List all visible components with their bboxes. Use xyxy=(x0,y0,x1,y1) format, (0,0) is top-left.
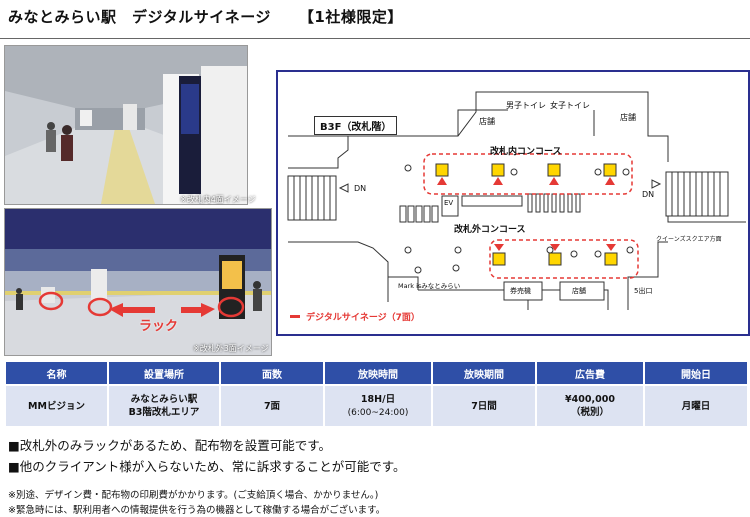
outside-concourse-label: 改札外コンコース xyxy=(454,225,526,235)
shop-right-label: 店舗 xyxy=(620,113,636,122)
photo-bottom-caption: ※改札外3面イメージ xyxy=(193,344,269,353)
mark-is-label: Mark isみなとみらい xyxy=(398,282,461,290)
header-hours: 放映時間 xyxy=(324,362,433,385)
bullet-rack: ■改札外のみラックがあるため、配布物を設置可能です。 xyxy=(8,438,332,453)
legend-label: デジタルサイネージ（7面） xyxy=(306,313,420,323)
note-design-fee: ※別途、デザイン費・配布物の印刷費がかかります。(ご支給頂く場合、かかりません。… xyxy=(8,490,379,501)
spec-table: 名称 設置場所 面数 放映時間 放映期間 広告費 開始日 MMビジョン みなとみ… xyxy=(6,362,749,426)
title-text: みなとみらい駅 デジタルサイネージ xyxy=(8,8,271,26)
mens-toilet-label: 男子トイレ xyxy=(506,101,546,110)
cell-hours-line2: (6:00~24:00) xyxy=(347,407,409,418)
table-row: MMビジョン みなとみらい駅 B3階改札エリア 7面 18H/日 (6:00~24:… xyxy=(6,384,749,426)
header-name: 名称 xyxy=(6,362,109,385)
photo-top-caption: ※改札内4面イメージ xyxy=(180,195,256,204)
cell-place: みなとみらい駅 B3階改札エリア xyxy=(108,384,221,426)
page-title: みなとみらい駅 デジタルサイネージ 【1社様限定】 xyxy=(8,6,403,27)
floor-map: B3F（改札階） 男子トイレ 女子トイレ 店舗 店舗 改札内コンコース 改札外コ… xyxy=(276,70,750,336)
photo-outside-gate-image xyxy=(5,209,271,355)
header-start: 開始日 xyxy=(644,362,749,385)
inside-concourse-label: 改札内コンコース xyxy=(490,147,562,157)
header-place: 設置場所 xyxy=(108,362,221,385)
table-header-row: 名称 設置場所 面数 放映時間 放映期間 広告費 開始日 xyxy=(6,362,749,385)
shop-bottom-label: 店舗 xyxy=(572,287,586,295)
photo-outside-gate: ラック ※改札外3面イメージ xyxy=(4,208,272,356)
header-fee: 広告費 xyxy=(536,362,645,385)
dn-left-label: DN xyxy=(354,184,367,193)
header-faces: 面数 xyxy=(220,362,325,385)
cell-fee-line2: （税別） xyxy=(570,407,609,418)
cell-place-line1: みなとみらい駅 xyxy=(130,394,198,405)
photo-inside-gate: ※改札内4面イメージ xyxy=(4,45,256,205)
cell-name: MMビジョン xyxy=(6,384,109,426)
exit5-label: 5出口 xyxy=(634,287,653,295)
photo-inside-gate-image xyxy=(5,46,247,204)
dn-right-label: DN xyxy=(642,190,655,199)
cell-start: 月曜日 xyxy=(644,384,749,426)
cell-hours-line1: 18H/日 xyxy=(360,393,396,405)
note-emergency: ※緊急時には、駅利用者への情報提供を行う為の機器として稼働する場合がございます。 xyxy=(8,505,386,516)
ev-label: EV xyxy=(444,199,454,207)
womens-toilet-label: 女子トイレ xyxy=(550,101,590,110)
title-divider xyxy=(0,38,750,39)
ticket-machine-label: 券売機 xyxy=(510,287,531,295)
cell-faces: 7面 xyxy=(220,384,325,426)
bullet-exclusive: ■他のクライアント様が入らないため、常に訴求することが可能です。 xyxy=(8,459,406,474)
queens-direction-label: クイーンズスクエア方面 xyxy=(656,236,722,243)
cell-period: 7日間 xyxy=(432,384,537,426)
cell-hours: 18H/日 (6:00~24:00) xyxy=(324,384,433,426)
shop-left-label: 店舗 xyxy=(479,117,495,126)
cell-fee: ¥400,000 （税別） xyxy=(536,384,645,426)
cell-fee-line1: ¥400,000 xyxy=(565,394,615,405)
rack-label: ラック xyxy=(139,319,179,334)
limited-label: 【1社様限定】 xyxy=(298,8,403,26)
cell-place-line2: B3階改札エリア xyxy=(128,407,200,418)
floor-label: B3F（改札階） xyxy=(314,116,398,135)
floor-map-drawing xyxy=(287,91,746,318)
header-period: 放映期間 xyxy=(432,362,537,385)
